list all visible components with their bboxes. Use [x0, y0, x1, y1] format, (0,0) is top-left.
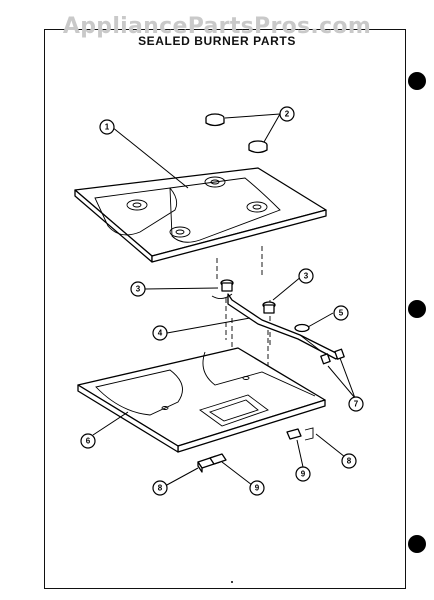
gas-tube — [227, 293, 341, 360]
diagram-title: SEALED BURNER PARTS — [138, 34, 296, 48]
burner-box — [77, 347, 326, 453]
binder-hole-middle — [408, 300, 426, 318]
callout-2: 2 — [279, 106, 295, 122]
drawing-frame — [44, 29, 406, 589]
callout-8-right: 8 — [341, 453, 357, 469]
bracket-clips — [197, 427, 314, 473]
grommet — [294, 323, 310, 333]
watermark: AppliancePartsPros.com — [62, 14, 372, 39]
igniters — [320, 348, 345, 365]
callout-3-right: 3 — [298, 268, 314, 284]
burner-heads — [211, 279, 276, 314]
svg-text:5: 5 — [339, 309, 344, 318]
page-mark — [231, 581, 233, 583]
svg-text:9: 9 — [255, 484, 260, 493]
callout-6: 6 — [80, 433, 96, 449]
svg-text:1: 1 — [105, 123, 110, 132]
svg-text:8: 8 — [347, 457, 352, 466]
svg-text:2: 2 — [285, 110, 290, 119]
cooktop-panel — [74, 167, 327, 263]
binder-hole-top — [408, 72, 426, 90]
leader-lines — [92, 113, 356, 487]
callout-7: 7 — [348, 396, 364, 412]
callout-3-left: 3 — [130, 281, 146, 297]
callout-9-right: 9 — [295, 466, 311, 482]
burner-caps — [205, 113, 268, 154]
callout-9-left: 9 — [249, 480, 265, 496]
svg-text:7: 7 — [354, 400, 359, 409]
svg-text:6: 6 — [86, 437, 91, 446]
callout-8-left: 8 — [152, 480, 168, 496]
svg-text:3: 3 — [304, 272, 309, 281]
svg-text:8: 8 — [158, 484, 163, 493]
svg-text:3: 3 — [136, 285, 141, 294]
callout-1: 1 — [99, 119, 115, 135]
svg-text:9: 9 — [301, 470, 306, 479]
svg-text:4: 4 — [158, 329, 163, 338]
callout-4: 4 — [152, 325, 168, 341]
callout-5: 5 — [333, 305, 349, 321]
binder-hole-bottom — [408, 535, 426, 553]
